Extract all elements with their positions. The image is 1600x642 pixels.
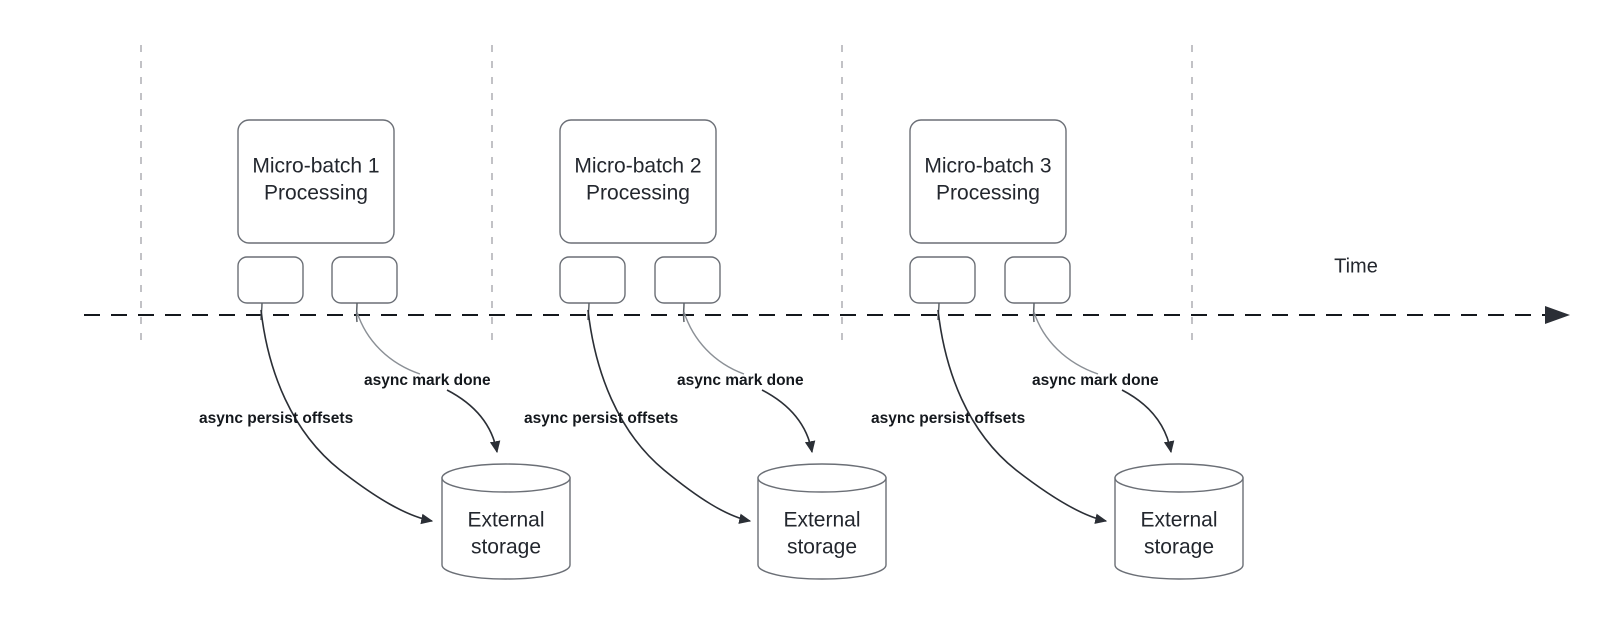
external-storage-1-label-line1: External (467, 509, 544, 532)
async-persist-offsets-label-3: async persist offsets (871, 410, 1025, 427)
external-storage-3-label-line2: storage (1144, 536, 1214, 559)
micro-batch-3-processing-box[interactable]: Micro-batch 3 Processing (909, 119, 1067, 244)
micro-batch-1-label-line1: Micro-batch 1 (252, 155, 379, 178)
time-axis-arrowhead (1545, 306, 1570, 324)
micro-batch-3-rect[interactable] (909, 119, 1067, 244)
micro-batch-group-3: Micro-batch 3 Processing async persist o… (871, 119, 1244, 580)
external-storage-1-body[interactable] (441, 477, 571, 580)
micro-batch-3-label-line2: Processing (936, 182, 1040, 205)
async-mark-done-arrow-3-upper (1033, 311, 1099, 375)
micro-batch-1-processing-box[interactable]: Micro-batch 1 Processing (237, 119, 395, 244)
async-persist-offsets-label-1: async persist offsets (199, 410, 353, 427)
external-storage-2-top (757, 463, 887, 493)
external-storage-1-top (441, 463, 571, 493)
micro-batch-3-task-a[interactable] (909, 256, 976, 304)
async-mark-done-arrow-1-upper (356, 311, 421, 375)
micro-batch-group-2: Micro-batch 2 Processing async persist o… (524, 119, 887, 580)
async-mark-done-arrow-3 (1121, 389, 1175, 454)
async-mark-done-label-3: async mark done (1032, 372, 1159, 389)
async-mark-done-label-2: async mark done (677, 372, 804, 389)
external-storage-2[interactable]: External storage (757, 463, 887, 580)
micro-batch-2-rect[interactable] (559, 119, 717, 244)
async-persist-offsets-label-2: async persist offsets (524, 410, 678, 427)
micro-batch-1-task-a[interactable] (237, 256, 304, 304)
async-mark-done-arrow-2-upper (683, 311, 745, 375)
micro-batch-group-1: Micro-batch 1 Processing async persist o… (199, 119, 571, 580)
micro-batch-2-label-line2: Processing (586, 182, 690, 205)
batch-boundary-guides (140, 45, 1193, 340)
async-mark-done-label-1: async mark done (364, 372, 491, 389)
async-persist-offsets-arrow-2 (587, 309, 752, 524)
micro-batch-1-label-line2: Processing (264, 182, 368, 205)
async-mark-done-arrow-1 (446, 389, 501, 454)
micro-batch-3-task-b[interactable] (1004, 256, 1071, 304)
external-storage-3-top (1114, 463, 1244, 493)
external-storage-3-body[interactable] (1114, 477, 1244, 580)
micro-batch-2-processing-box[interactable]: Micro-batch 2 Processing (559, 119, 717, 244)
micro-batch-2-label-line1: Micro-batch 2 (574, 155, 701, 178)
external-storage-1[interactable]: External storage (441, 463, 571, 580)
time-axis-label: Time (1334, 255, 1378, 277)
external-storage-3[interactable]: External storage (1114, 463, 1244, 580)
micro-batch-2-task-a[interactable] (559, 256, 626, 304)
time-axis: Time (84, 255, 1570, 324)
external-storage-2-label-line2: storage (787, 536, 857, 559)
async-persist-offsets-arrow-3 (937, 309, 1108, 524)
micro-batch-2-task-b[interactable] (654, 256, 721, 304)
micro-batch-1-task-b[interactable] (331, 256, 398, 304)
external-storage-1-label-line2: storage (471, 536, 541, 559)
micro-batch-1-rect[interactable] (237, 119, 395, 244)
micro-batch-3-label-line1: Micro-batch 3 (924, 155, 1051, 178)
async-persist-offsets-arrow-1 (260, 309, 434, 525)
async-mark-done-arrow-2 (761, 389, 816, 454)
external-storage-2-body[interactable] (757, 477, 887, 580)
external-storage-3-label-line1: External (1140, 509, 1217, 532)
external-storage-2-label-line1: External (783, 509, 860, 532)
